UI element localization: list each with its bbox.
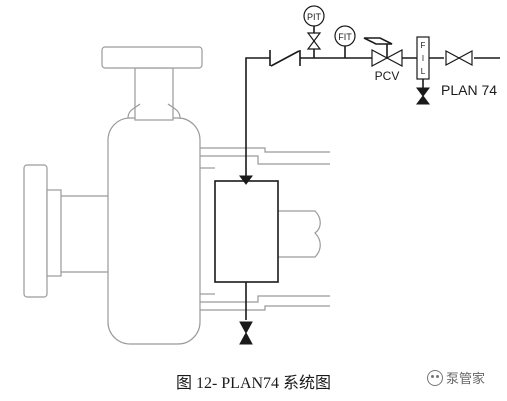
fit-transmitter: FIT	[334, 25, 356, 58]
pcv-valve: PCV	[363, 37, 403, 83]
plan-label: PLAN 74	[441, 82, 497, 98]
watermark-text: 泵管家	[446, 371, 486, 386]
pit-label: PIT	[307, 12, 322, 22]
drain-valve	[239, 321, 253, 345]
isolation-valve	[445, 49, 473, 67]
pit-transmitter: PIT	[303, 5, 325, 58]
pump-outline	[23, 46, 330, 345]
fil-letter-l: L	[421, 67, 426, 76]
gas-supply-pipe	[245, 57, 500, 181]
figure-caption: 图 12- PLAN74 系统图	[175, 375, 332, 392]
seal-chamber	[214, 180, 279, 283]
fil-letter-i: I	[422, 54, 424, 63]
fil-letter-f: F	[421, 41, 426, 50]
filter: F I L	[416, 36, 430, 105]
pcv-label: PCV	[375, 69, 400, 83]
watermark: 泵管家	[427, 368, 485, 387]
fit-label: FIT	[338, 32, 352, 42]
check-valve	[269, 50, 301, 67]
watermark-icon	[427, 369, 443, 386]
